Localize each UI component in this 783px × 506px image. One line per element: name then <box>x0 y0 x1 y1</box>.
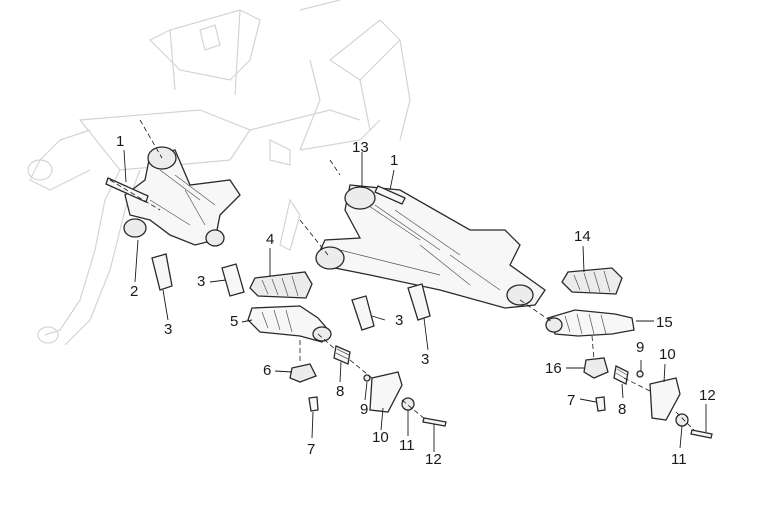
callout-1: 1 <box>116 133 125 150</box>
right-bolts <box>351 185 431 331</box>
callout-8: 8 <box>618 401 627 418</box>
left-bolts <box>151 253 245 297</box>
right-footpeg <box>545 267 635 337</box>
callout-3: 3 <box>197 273 206 290</box>
callout-9: 9 <box>360 401 369 418</box>
callout-7: 7 <box>567 392 576 409</box>
callout-13: 13 <box>352 139 369 156</box>
callout-3: 3 <box>395 312 404 329</box>
callout-3: 3 <box>421 351 430 368</box>
callout-10: 10 <box>659 346 676 363</box>
callout-16: 16 <box>545 360 562 377</box>
callout-14: 14 <box>574 228 591 245</box>
callout-12: 12 <box>699 387 716 404</box>
left-bracket <box>105 146 241 247</box>
callout-3: 3 <box>164 321 173 338</box>
callout-11: 11 <box>399 437 415 454</box>
callout-4: 4 <box>266 231 275 248</box>
frame-ghost <box>27 0 411 346</box>
callout-10: 10 <box>372 429 389 446</box>
callout-12: 12 <box>425 451 442 468</box>
leader-lines <box>123 149 707 452</box>
right-bracket <box>315 184 546 309</box>
left-hardware <box>289 345 447 427</box>
callout-15: 15 <box>656 314 673 331</box>
callout-7: 7 <box>307 441 316 458</box>
callout-6: 6 <box>263 362 272 379</box>
right-hardware <box>583 357 713 439</box>
callout-8: 8 <box>336 383 345 400</box>
alignment-lines <box>109 119 695 431</box>
callout-5: 5 <box>230 313 239 330</box>
callout-11: 11 <box>671 451 687 468</box>
left-footpeg <box>247 271 332 343</box>
callout-1: 1 <box>390 152 399 169</box>
callout-2: 2 <box>130 283 139 300</box>
callout-9: 9 <box>636 339 645 356</box>
